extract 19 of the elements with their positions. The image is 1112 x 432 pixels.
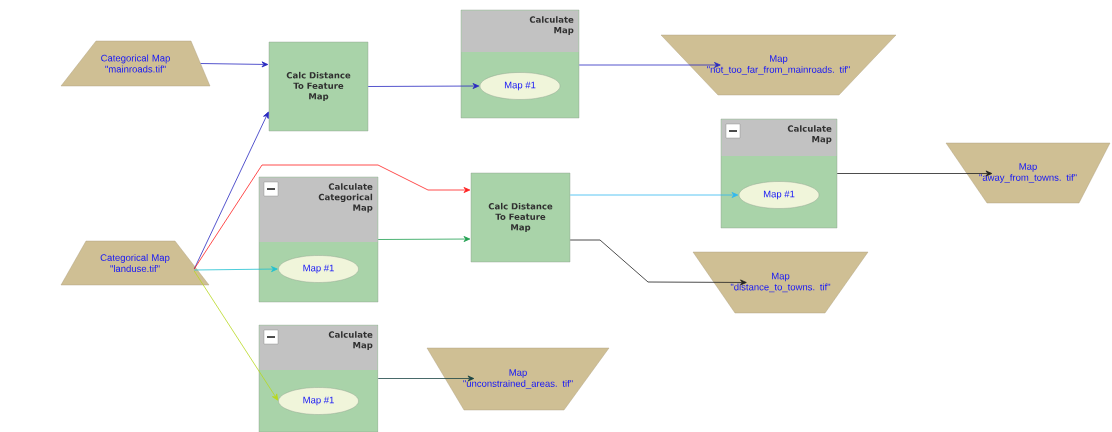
arrow — [578, 62, 721, 68]
arrow — [200, 61, 269, 68]
process-box: Calc Distance To Feature Map — [470, 172, 571, 263]
input-trapezoid: Categorical Map "mainroads.tif" — [60, 40, 211, 87]
arrow — [193, 164, 471, 270]
output-trapezoid: Map "away_from_towns. tif" — [945, 142, 1111, 204]
arrow — [193, 266, 278, 273]
arrow — [367, 83, 480, 89]
arrow — [193, 270, 279, 401]
output-trapezoid: Map "not_too_far_from_mainroads. tif" — [660, 34, 897, 96]
output-trapezoid: Map "unconstrained_areas. tif" — [426, 347, 610, 411]
arrow — [569, 239, 747, 286]
input-trapezoid: Categorical Map "landuse.tif" — [60, 240, 210, 286]
arrow — [377, 375, 475, 382]
process-box: Calc Distance To Feature Map — [268, 41, 369, 132]
output-trapezoid: Map "distance_to_towns. tif" — [692, 251, 869, 314]
arrow — [377, 236, 471, 242]
arrow — [569, 192, 739, 198]
arrow — [836, 170, 993, 177]
